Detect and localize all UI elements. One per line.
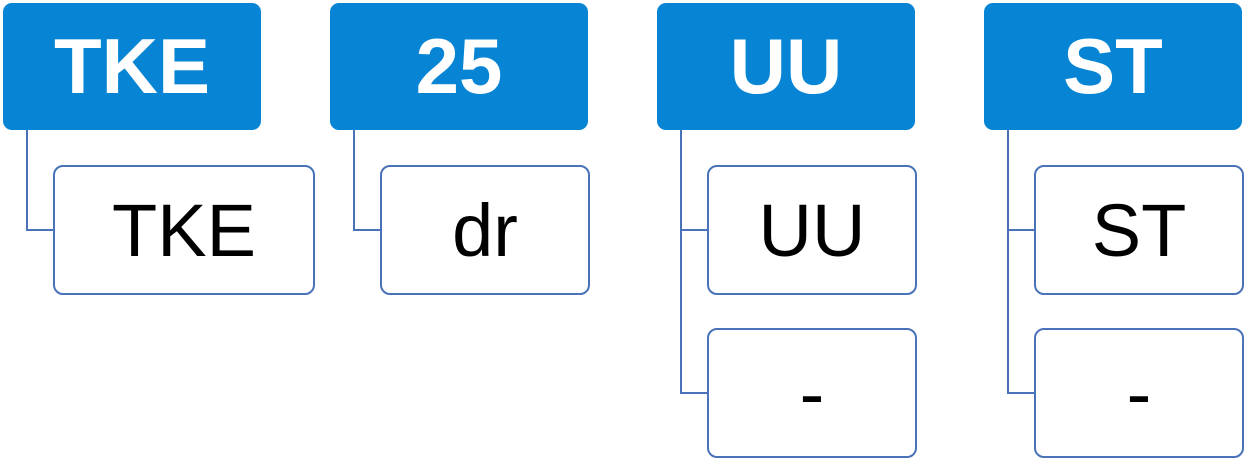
connector-25-to-dr [353, 130, 380, 231]
child-st: ST [1034, 165, 1244, 295]
header-tke: TKE [3, 3, 261, 130]
connector-st-trunk [1007, 130, 1034, 394]
header-st: ST [984, 3, 1242, 130]
child-tke: TKE [53, 165, 315, 295]
child-uu-dash: - [707, 328, 917, 458]
header-uu: UU [657, 3, 915, 130]
child-st-dash: - [1034, 328, 1244, 458]
child-uu: UU [707, 165, 917, 295]
header-25: 25 [330, 3, 588, 130]
child-dr: dr [380, 165, 590, 295]
connector-uu-trunk [680, 130, 707, 394]
connector-tke-to-tke [26, 130, 53, 231]
